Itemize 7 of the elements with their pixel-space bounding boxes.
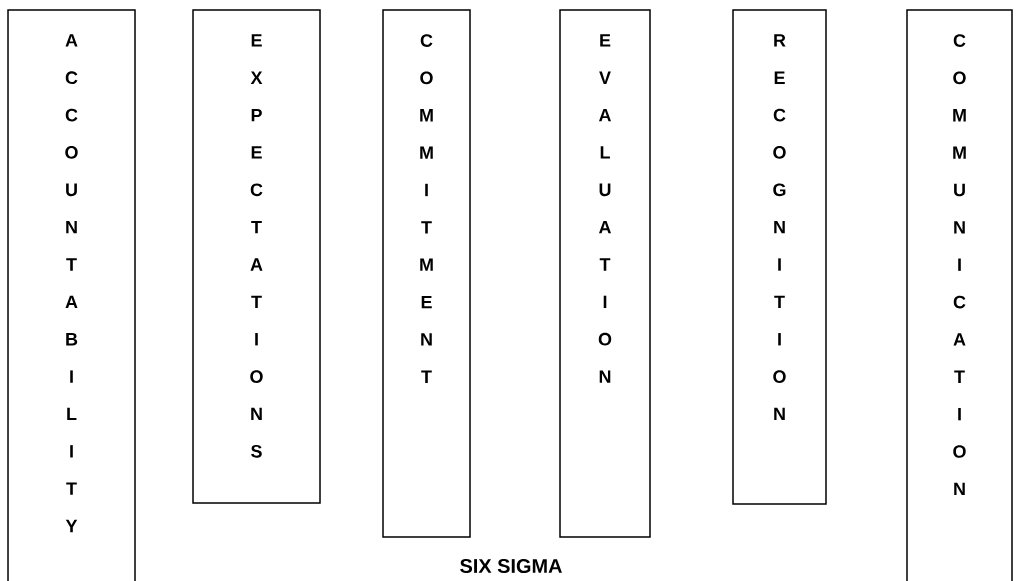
letter-column-box: RECOGNITION [732,9,827,505]
letter-column-box: ACCOUNTABILITY [7,9,136,581]
caption-text: SIX SIGMA [460,558,562,574]
letter-column-box: COMMUNICATION [906,9,1013,581]
letter-column-box: COMMITMENT [382,9,471,538]
letter-column-box: EXPECTATIONS [192,9,321,504]
letter-column-box: EVALUATION [559,9,651,538]
